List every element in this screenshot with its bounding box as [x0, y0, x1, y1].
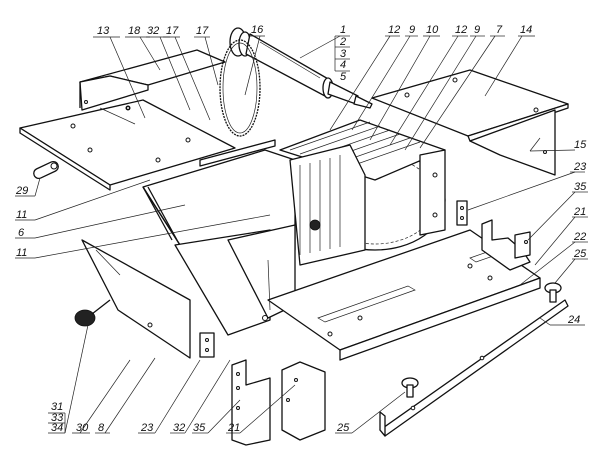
label-32: 32	[173, 422, 185, 434]
label-3: 3	[340, 48, 347, 60]
label-12: 12	[455, 24, 467, 36]
part-guide-rail-24	[379, 299, 569, 437]
label-16: 16	[251, 24, 264, 36]
part-bracket-23-right	[456, 200, 468, 226]
label-22: 22	[573, 231, 586, 243]
callout-stack-31-34	[48, 412, 66, 433]
part-labels: 13 18 32 17 17 16 1 2 3 4 5 12 9 10 12 9…	[15, 24, 587, 434]
label-5: 5	[340, 71, 347, 83]
label-14: 14	[520, 24, 532, 36]
part-top-plate-14	[371, 69, 569, 176]
label-4: 4	[340, 59, 346, 71]
label-18: 18	[128, 25, 141, 37]
label-23: 23	[140, 422, 154, 434]
label-13: 13	[97, 25, 110, 37]
label-11: 11	[16, 209, 27, 221]
part-cover-plate-13	[19, 99, 236, 191]
label-10: 10	[426, 24, 439, 36]
label-35: 35	[574, 181, 587, 193]
label-7: 7	[496, 24, 503, 36]
label-21: 21	[573, 206, 586, 218]
part-belt-16	[219, 39, 261, 137]
part-frame-rails	[279, 119, 446, 236]
part-upper-plate-18	[79, 49, 226, 111]
label-17: 17	[166, 25, 179, 37]
label-31: 31	[51, 401, 63, 413]
part-bracket-23-left	[199, 332, 215, 358]
part-spindle-assembly-1	[229, 27, 373, 109]
label-15: 15	[574, 139, 587, 151]
leader-lines	[15, 35, 588, 434]
label-35: 35	[193, 422, 206, 434]
label-25: 25	[336, 422, 350, 434]
label-21: 21	[227, 422, 240, 434]
label-8: 8	[98, 422, 105, 434]
label-17: 17	[196, 25, 209, 37]
label-12: 12	[388, 24, 400, 36]
callout-stack-1-5	[334, 36, 350, 72]
part-motor-body	[289, 144, 366, 266]
label-2: 2	[339, 36, 346, 48]
label-30: 30	[76, 422, 89, 434]
part-side-plate-30	[81, 239, 191, 359]
part-base-table-22	[267, 229, 541, 361]
label-9: 9	[409, 24, 415, 36]
part-pivot-rod-11	[142, 186, 178, 241]
label-24: 24	[567, 314, 580, 326]
label-29: 29	[15, 185, 28, 197]
part-front-panel-8	[174, 219, 321, 336]
part-fence-bracket-21-right	[481, 219, 531, 271]
label-34: 34	[51, 422, 63, 434]
label-32: 32	[147, 25, 159, 37]
part-fence-bracket-21-left	[231, 359, 326, 446]
label-11: 11	[16, 247, 27, 259]
label-9: 9	[474, 24, 480, 36]
part-link-29	[33, 160, 59, 180]
part-thumbscrew-25	[401, 282, 562, 398]
label-6: 6	[18, 227, 25, 239]
part-knob-31	[74, 299, 111, 327]
label-25: 25	[573, 248, 587, 260]
label-33: 33	[51, 412, 64, 424]
label-23: 23	[573, 161, 587, 173]
label-1: 1	[340, 24, 346, 36]
